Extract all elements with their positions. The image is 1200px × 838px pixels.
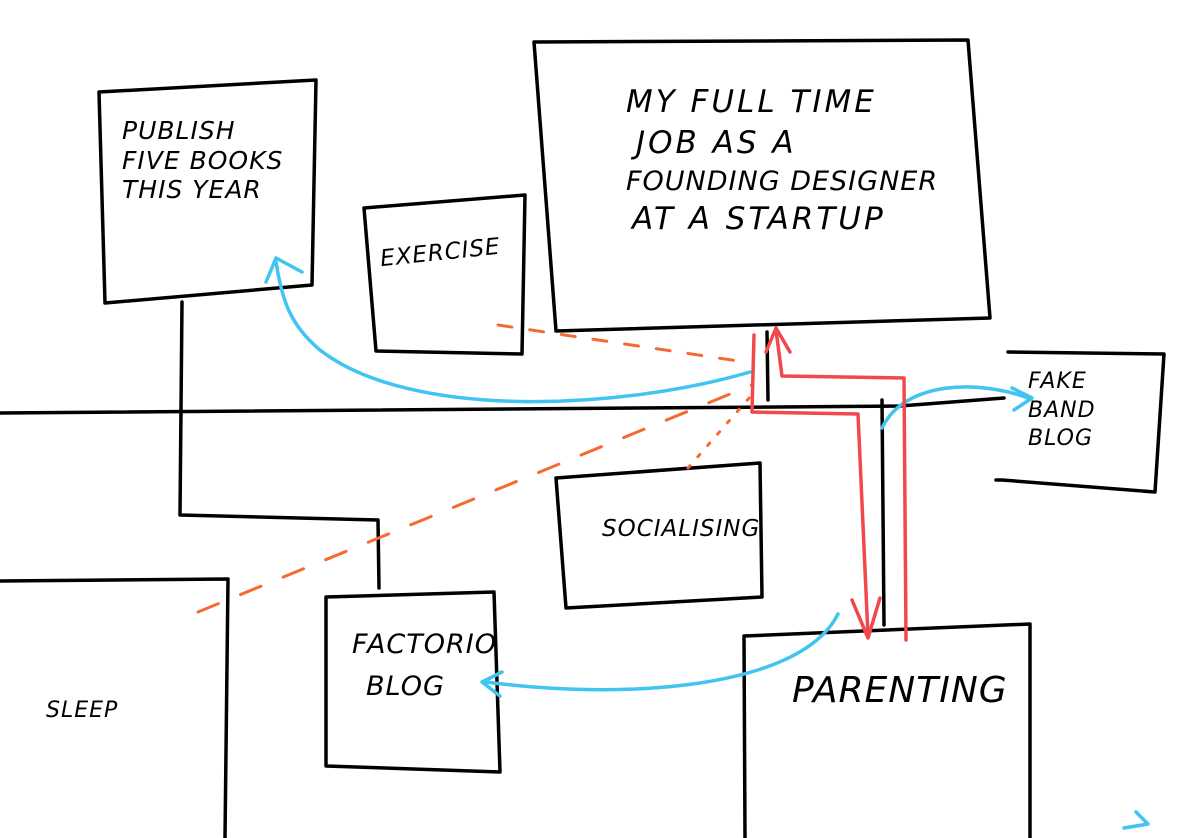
blue-arrow-to-fake-band-blog (880, 385, 1030, 430)
job-label: MY FULL TIME JOB AS A FOUNDING DESIGNER … (626, 82, 938, 240)
blue-arrow-to-fake-band-blog-head (1010, 386, 1034, 412)
sleep-dashed-relation (196, 383, 754, 614)
factorio-blog-label-line-2: BLOG (366, 670, 445, 702)
publish-label-line-2: FIVE BOOKS (122, 145, 284, 175)
parenting-label-line-1: PARENTING (792, 670, 1008, 711)
job-label-line-2: JOB AS A (636, 124, 797, 161)
exercise-dashed-relation (496, 323, 747, 364)
sleep-label: SLEEP (46, 698, 118, 724)
job-label-line-1: MY FULL TIME (626, 84, 877, 120)
parenting-label: PARENTING (792, 670, 1008, 712)
red-arrow-parenting-to-job (774, 328, 908, 642)
factorio-blog-label: FACTORIO BLOG (352, 624, 497, 708)
fake-band-blog-label-line-2: BAND (1028, 397, 1096, 423)
job-box (532, 38, 992, 333)
red-arrow-job-to-parenting-head (850, 596, 882, 640)
blue-arrow-to-publish (274, 260, 752, 404)
job-vertical-connector (765, 330, 770, 402)
sleep-box (0, 577, 230, 838)
parenting-vertical-connector (880, 398, 886, 627)
publish-to-factorio-connector (178, 300, 381, 590)
publish-label: PUBLISH FIVE BOOKS THIS YEAR (122, 116, 283, 205)
sleep-label-line-1: SLEEP (46, 698, 119, 723)
publish-box (97, 78, 318, 305)
job-label-line-3: FOUNDING DESIGNER (626, 165, 939, 197)
socialising-box (554, 461, 764, 610)
publish-label-line-3: THIS YEAR (122, 175, 262, 204)
blue-corner-mark (1122, 810, 1150, 830)
fake-band-blog-box (994, 350, 1166, 494)
exercise-box (362, 193, 527, 356)
socialising-dotted-relation (686, 395, 752, 470)
job-label-line-4: AT A STARTUP (632, 201, 886, 238)
publish-label-line-1: PUBLISH (122, 116, 236, 145)
fake-band-blog-label-line-3: BLOG (1028, 426, 1094, 452)
blue-arrow-to-publish-head (264, 256, 304, 284)
factorio-blog-label-line-1: FACTORIO (352, 629, 497, 660)
factorio-blog-box (324, 590, 502, 774)
red-arrow-parenting-to-job-head (764, 326, 792, 354)
fake-band-blog-label: FAKE BAND BLOG (1028, 368, 1096, 454)
blue-arrow-to-factorio-blog-head (480, 670, 504, 698)
blue-arrow-to-factorio-blog (484, 612, 840, 692)
socialising-label-line-1: SOCIALISING (602, 516, 761, 542)
red-arrow-job-to-parenting (750, 333, 870, 638)
parenting-box (742, 622, 1032, 838)
fake-band-blog-label-line-1: FAKE (1028, 369, 1087, 394)
socialising-label: SOCIALISING (602, 516, 760, 543)
